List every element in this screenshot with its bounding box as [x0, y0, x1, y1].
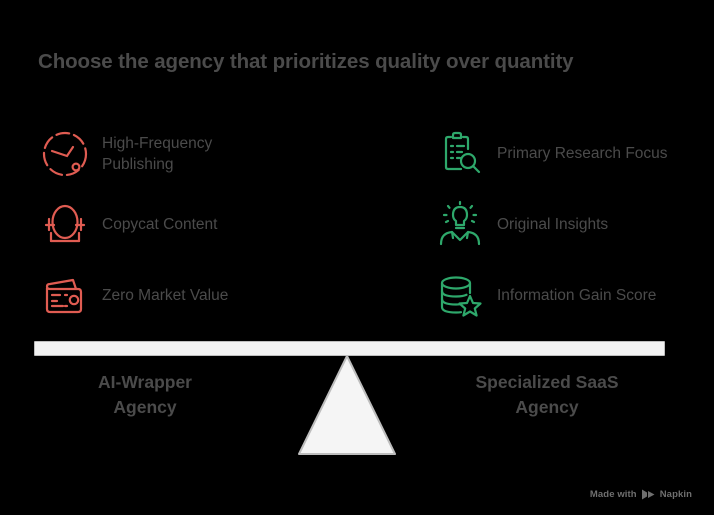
feature-label: Zero Market Value	[102, 287, 229, 304]
feature-row-zero-market-value: Zero Market Value	[38, 260, 358, 331]
wallet-icon	[38, 269, 92, 323]
lightbulb-person-icon	[433, 198, 487, 252]
feature-row-copycat-content: Copycat Content	[38, 189, 358, 260]
right-pan-label-line1: Specialized SaaS	[475, 372, 619, 392]
right-column: Primary Research Focus Origina	[433, 118, 714, 331]
napkin-watermark: Made with Napkin	[590, 489, 692, 500]
left-pan-label-line2: Agency	[113, 397, 177, 417]
left-column: High-Frequency Publishing Copycat Conten…	[38, 118, 358, 331]
mirror-stand-icon	[38, 198, 92, 252]
feature-label: High-Frequency Publishing	[102, 134, 213, 173]
left-pan-label-line1: AI-Wrapper	[98, 372, 192, 392]
page-title: Choose the agency that prioritizes quali…	[38, 50, 574, 73]
napkin-play-logo	[641, 489, 655, 500]
feature-label: Information Gain Score	[497, 287, 657, 304]
right-pan-label-line2: Agency	[515, 397, 579, 417]
watermark-prefix: Made with	[589, 489, 637, 500]
feature-row-high-frequency-publishing: High-Frequency Publishing	[38, 118, 358, 189]
balance-beam	[34, 341, 665, 356]
feature-label: Primary Research Focus	[497, 145, 668, 162]
right-pan-label: Specialized SaaS Agency	[432, 370, 662, 420]
feature-row-primary-research-focus: Primary Research Focus	[433, 118, 714, 189]
feature-row-original-insights: Original Insights	[433, 189, 714, 260]
triangle-fulcrum	[297, 354, 397, 456]
database-star-icon	[433, 269, 487, 323]
left-pan-label: AI-Wrapper Agency	[30, 370, 260, 420]
clipboard-magnifier-icon	[433, 127, 487, 181]
dashed-clock-gauge-icon	[38, 127, 92, 181]
feature-label: Copycat Content	[102, 216, 218, 233]
feature-label: Original Insights	[497, 216, 609, 233]
watermark-brand: Napkin	[659, 489, 692, 500]
feature-row-information-gain-score: Information Gain Score	[433, 260, 714, 331]
